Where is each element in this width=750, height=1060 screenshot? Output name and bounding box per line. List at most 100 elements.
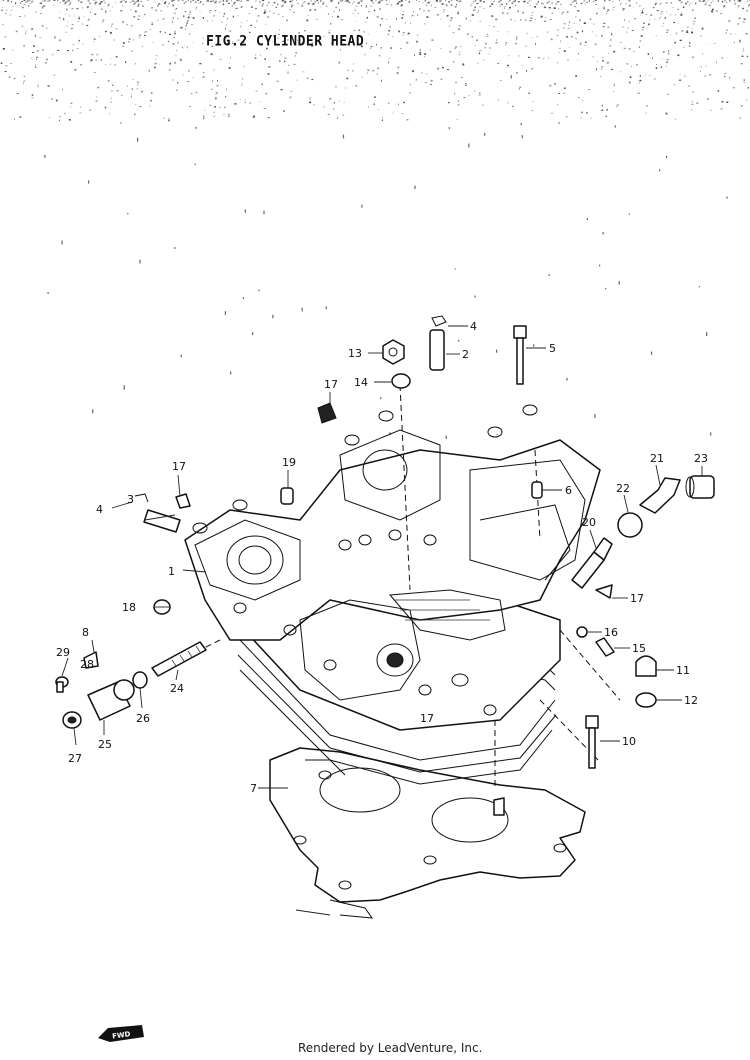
noise-speck <box>186 22 188 24</box>
noise-speck <box>175 8 178 10</box>
noise-speck <box>610 39 612 41</box>
noise-speck <box>667 53 670 55</box>
noise-speck <box>662 25 664 27</box>
noise-speck <box>568 24 569 27</box>
noise-speck <box>606 63 608 64</box>
noise-speck <box>360 0 363 2</box>
callout-16: 16 <box>604 626 618 639</box>
noise-speck <box>139 106 142 108</box>
noise-speck <box>594 0 597 2</box>
noise-speck <box>637 92 640 95</box>
noise-speck <box>195 8 197 10</box>
noise-speck <box>264 9 266 12</box>
noise-speck <box>562 27 565 29</box>
noise-speck <box>216 84 219 87</box>
noise-speck <box>80 106 81 108</box>
noise-speck <box>605 115 607 117</box>
callout-labels: 1 2 3 4 4 5 6 7 8 10 11 12 13 14 15 16 1… <box>56 320 708 795</box>
noise-speck <box>335 85 337 87</box>
noise-speck <box>225 96 227 98</box>
noise-speck <box>473 9 476 11</box>
spark-plug-20 <box>571 537 613 589</box>
callout-14: 14 <box>354 376 368 389</box>
noise-speck <box>533 344 535 347</box>
noise-speck <box>439 0 441 2</box>
noise-speck <box>43 5 46 7</box>
noise-speck <box>510 76 512 78</box>
noise-speck <box>513 0 516 2</box>
noise-speck <box>67 21 69 23</box>
noise-speck <box>484 46 486 49</box>
noise-speck <box>430 4 432 7</box>
noise-speck <box>357 34 360 36</box>
noise-speck <box>553 7 556 9</box>
noise-speck <box>316 18 318 21</box>
noise-speck <box>291 0 293 1</box>
noise-speck <box>463 97 466 99</box>
noise-speck <box>41 0 43 2</box>
noise-speck <box>537 1 539 3</box>
noise-speck <box>341 44 342 46</box>
noise-speck <box>199 10 201 12</box>
noise-speck <box>31 57 32 59</box>
noise-speck <box>120 122 122 124</box>
noise-speck <box>626 63 629 65</box>
noise-speck <box>155 55 158 57</box>
noise-speck <box>429 49 431 51</box>
noise-speck <box>132 79 134 81</box>
noise-speck <box>578 52 579 55</box>
noise-speck <box>374 95 376 97</box>
noise-speck <box>340 0 343 2</box>
noise-speck <box>456 0 458 1</box>
noise-speck <box>442 11 445 13</box>
noise-speck <box>18 4 20 6</box>
noise-speck <box>680 14 683 16</box>
noise-speck <box>237 0 240 1</box>
callout-10: 10 <box>622 735 636 748</box>
noise-speck <box>496 433 498 435</box>
noise-speck <box>237 15 239 17</box>
noise-speck <box>111 23 114 25</box>
noise-speck <box>172 20 173 22</box>
noise-speck <box>747 86 749 89</box>
noise-speck <box>203 115 205 118</box>
noise-speck <box>508 54 510 57</box>
noise-speck <box>219 1 221 2</box>
noise-speck <box>465 18 467 20</box>
noise-speck <box>685 2 687 5</box>
noise-speck <box>105 11 107 13</box>
noise-speck <box>586 218 588 221</box>
noise-speck <box>189 11 192 13</box>
noise-speck <box>134 63 137 65</box>
noise-speck <box>679 79 682 81</box>
noise-speck <box>215 97 217 99</box>
noise-speck <box>173 37 175 39</box>
noise-speck <box>690 109 693 111</box>
noise-speck <box>46 27 48 29</box>
noise-speck <box>584 45 586 47</box>
noise-speck <box>346 0 349 2</box>
noise-speck <box>295 52 297 54</box>
noise-speck <box>171 22 174 23</box>
noise-speck <box>186 24 187 25</box>
noise-speck <box>267 117 270 119</box>
noise-speck <box>66 8 68 11</box>
noise-speck <box>470 20 471 22</box>
noise-speck <box>165 1 167 3</box>
noise-speck <box>172 4 174 7</box>
noise-speck <box>262 0 264 1</box>
o-ring-26 <box>132 671 148 689</box>
noise-speck <box>199 1 202 3</box>
noise-speck <box>393 31 394 33</box>
noise-speck <box>177 41 179 44</box>
noise-speck <box>585 3 586 5</box>
noise-speck <box>401 0 403 2</box>
noise-speck <box>13 77 16 80</box>
noise-speck <box>236 0 238 2</box>
noise-speck <box>65 31 68 33</box>
noise-speck <box>331 43 333 45</box>
noise-speck <box>242 41 245 43</box>
noise-speck <box>639 40 641 42</box>
noise-speck <box>561 13 563 15</box>
noise-speck <box>585 41 587 43</box>
